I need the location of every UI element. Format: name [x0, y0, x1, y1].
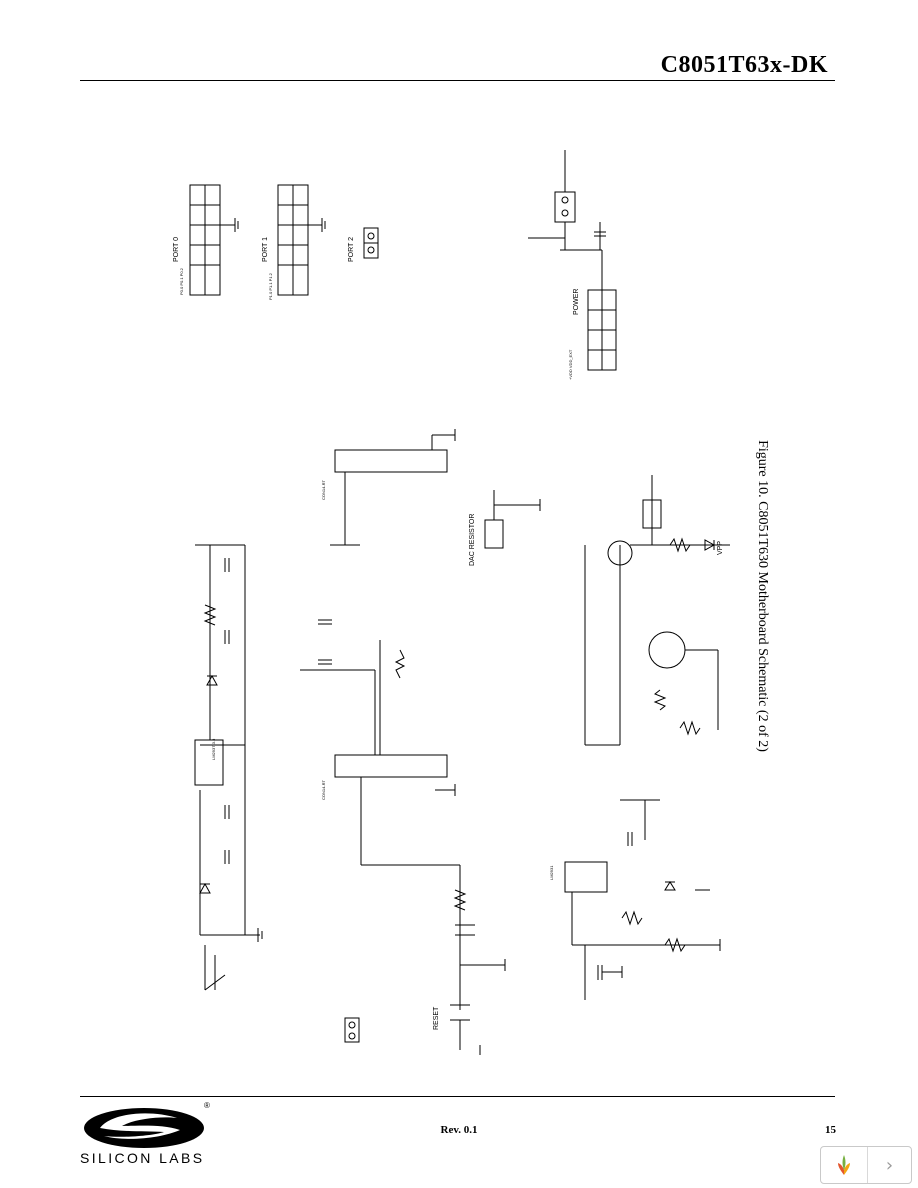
figure-caption: Figure 10. C8051T630 Motherboard Schemat… — [755, 440, 770, 752]
header-rule — [80, 80, 835, 81]
dac-resistor — [484, 490, 541, 549]
port1-label: PORT 1 — [262, 237, 269, 262]
p2-connector — [300, 619, 460, 866]
svg-text:CON14-RT: CON14-RT — [321, 480, 326, 500]
power-label: POWER — [573, 289, 580, 315]
logo-text: SILICON LABS — [80, 1150, 205, 1166]
port0-header — [189, 184, 239, 296]
svg-text:P1.0 P1.1 P1.2: P1.0 P1.1 P1.2 — [268, 272, 273, 300]
port0-label: PORT 0 — [173, 237, 180, 262]
reset-section — [344, 865, 506, 1055]
footer-revision: Rev. 0.1 — [440, 1124, 478, 1136]
power-header — [560, 249, 617, 371]
reset-label: RESET — [433, 1006, 440, 1030]
footer-rule — [80, 1096, 835, 1097]
port1-header — [277, 184, 326, 296]
silicon-labs-logo-icon — [84, 1108, 204, 1148]
svg-text:P0.0 P0.1 P0.2: P0.0 P0.1 P0.2 — [179, 267, 184, 295]
regulator-section — [194, 544, 263, 991]
svg-text:CON14-RT: CON14-RT — [321, 780, 326, 800]
logo-registered-mark: ® — [204, 1101, 210, 1110]
vpp-section — [564, 475, 730, 1000]
port2-header — [363, 227, 379, 259]
viewer-next-chevron-icon[interactable]: › — [885, 1154, 894, 1176]
vpp-label: VPP — [717, 541, 724, 555]
svg-text:LM2931: LM2931 — [549, 865, 554, 880]
svg-text:+VDD VDD_EXT: +VDD VDD_EXT — [568, 349, 573, 380]
page-number: 15 — [825, 1124, 836, 1136]
j7-jumper — [528, 150, 606, 250]
document-title: C8051T63x-DK — [660, 52, 828, 78]
dac-resistor-label: DAC RESISTOR — [469, 514, 476, 566]
port2-label: PORT 2 — [348, 237, 355, 262]
viewer-widget[interactable]: › — [820, 1146, 912, 1184]
svg-text:LM2937-3.3: LM2937-3.3 — [211, 738, 216, 760]
p1-connector — [330, 429, 456, 546]
viewer-app-icon[interactable] — [821, 1147, 868, 1183]
